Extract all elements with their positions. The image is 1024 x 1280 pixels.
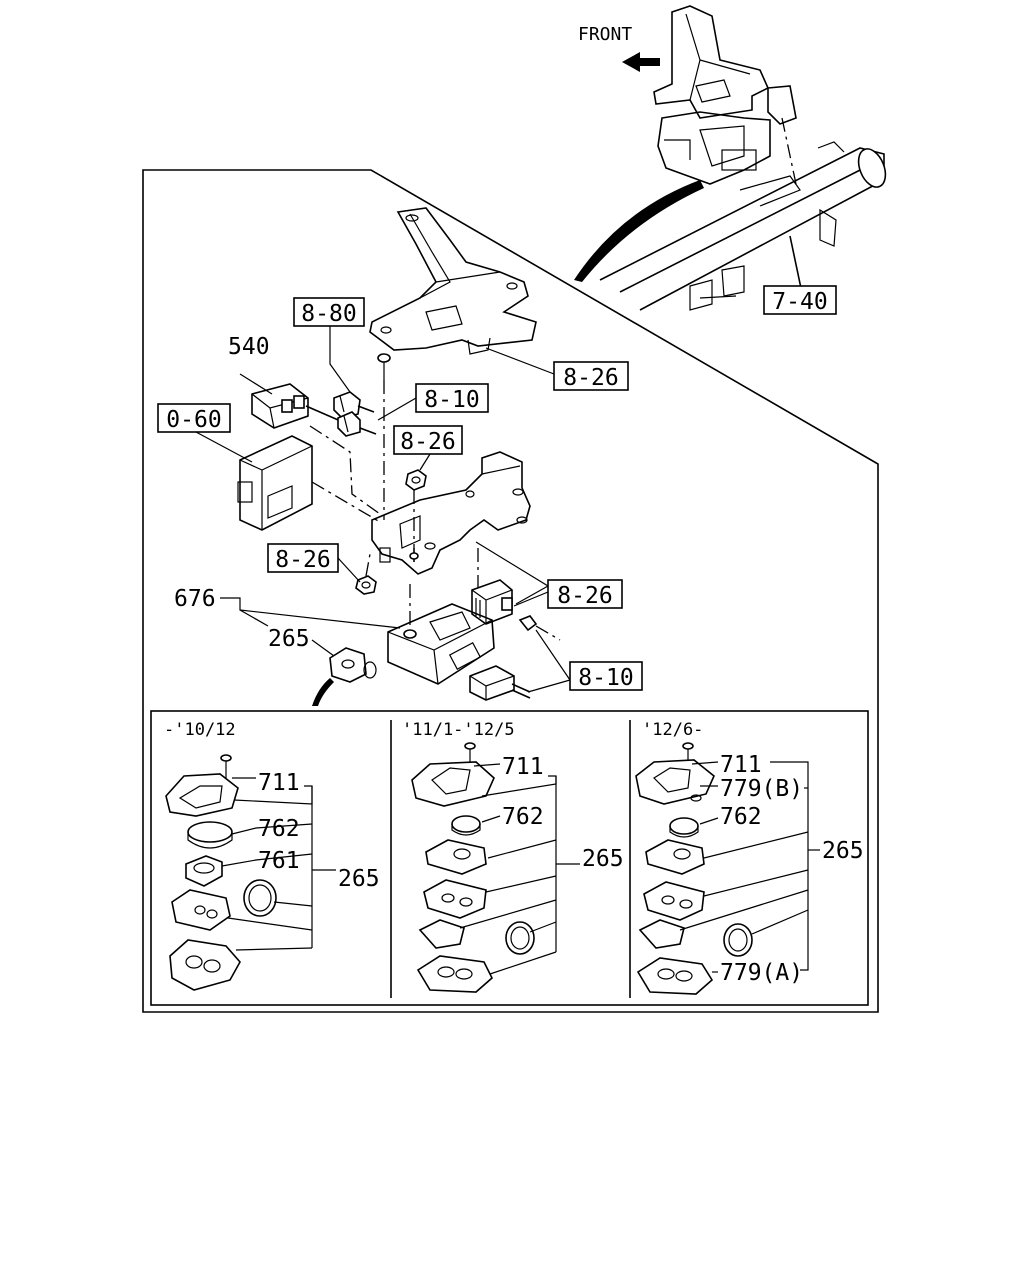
mounting-bracket-upper	[369, 207, 537, 355]
variant-3-label-762: 762	[720, 804, 762, 830]
label-8-26-nut: 8-26	[400, 429, 455, 455]
label-8-26-top: 8-26	[563, 365, 618, 391]
label-8-10-bottom: 8-10	[578, 665, 633, 691]
variant-1-label-761: 761	[258, 848, 300, 874]
label-8-10-top: 8-10	[424, 387, 479, 413]
variant-1: -'10/12 711 762 761	[164, 720, 380, 991]
mounting-bracket-lower	[371, 451, 531, 588]
variant-3-label-779a: 779(A)	[720, 960, 803, 986]
variants-panel	[150, 710, 869, 1006]
variant-1-label-265: 265	[338, 866, 380, 892]
callout-0-60: 0-60	[157, 403, 231, 433]
callout-8-26-nut: 8-26	[393, 425, 463, 455]
label-8-80: 8-80	[301, 301, 356, 327]
detail-frame	[142, 169, 879, 1013]
variant-2-period: '11/1-'12/5	[402, 720, 515, 740]
label-7-40: 7-40	[772, 289, 827, 315]
variant-3-label-711: 711	[720, 752, 762, 778]
front-arrow-icon	[622, 52, 660, 72]
label-8-26-right: 8-26	[557, 583, 612, 609]
control-unit-0-60	[237, 435, 381, 531]
variant-2: '11/1-'12/5 711 762 265	[402, 720, 624, 993]
variant-2-label-711: 711	[502, 754, 544, 780]
nut-upper	[405, 469, 427, 562]
callout-7-40: 7-40	[763, 285, 837, 315]
callout-8-26-left: 8-26	[267, 543, 339, 573]
variant-3-period: '12/6-	[642, 720, 703, 740]
label-8-26-left: 8-26	[275, 547, 330, 573]
label-265: 265	[268, 626, 310, 652]
variant-2-label-762: 762	[502, 804, 544, 830]
variant-3-label-779b: 779(B)	[720, 776, 803, 802]
variant-3-label-265: 265	[822, 838, 864, 864]
control-module-676	[387, 584, 495, 685]
front-label: FRONT	[578, 24, 632, 45]
callout-8-80: 8-80	[293, 297, 365, 327]
relay-540	[251, 383, 381, 515]
key-fob	[312, 647, 377, 706]
callout-8-10-bottom: 8-10	[569, 661, 643, 691]
connector-8-10-lower	[469, 665, 531, 701]
cross-member-assembly	[574, 5, 887, 313]
connector-8-10-upper	[337, 411, 377, 437]
variant-1-period: -'10/12	[164, 720, 236, 740]
variant-2-label-265: 265	[582, 846, 624, 872]
nut-left	[355, 553, 377, 595]
label-676: 676	[174, 586, 216, 612]
callout-8-10-top: 8-10	[415, 383, 489, 413]
callout-8-26-top: 8-26	[553, 361, 629, 391]
callout-leaders	[195, 326, 571, 693]
relay-module-right	[471, 579, 561, 641]
variant-1-label-711: 711	[258, 770, 300, 796]
variant-3: '12/6- 711 779(B) 762 779(A) 2	[635, 720, 864, 995]
screw	[377, 353, 391, 520]
label-0-60: 0-60	[166, 407, 221, 433]
label-540: 540	[228, 334, 270, 360]
variant-1-label-762: 762	[258, 816, 300, 842]
callout-8-26-right: 8-26	[547, 579, 623, 609]
front-indicator: FRONT	[578, 24, 660, 72]
